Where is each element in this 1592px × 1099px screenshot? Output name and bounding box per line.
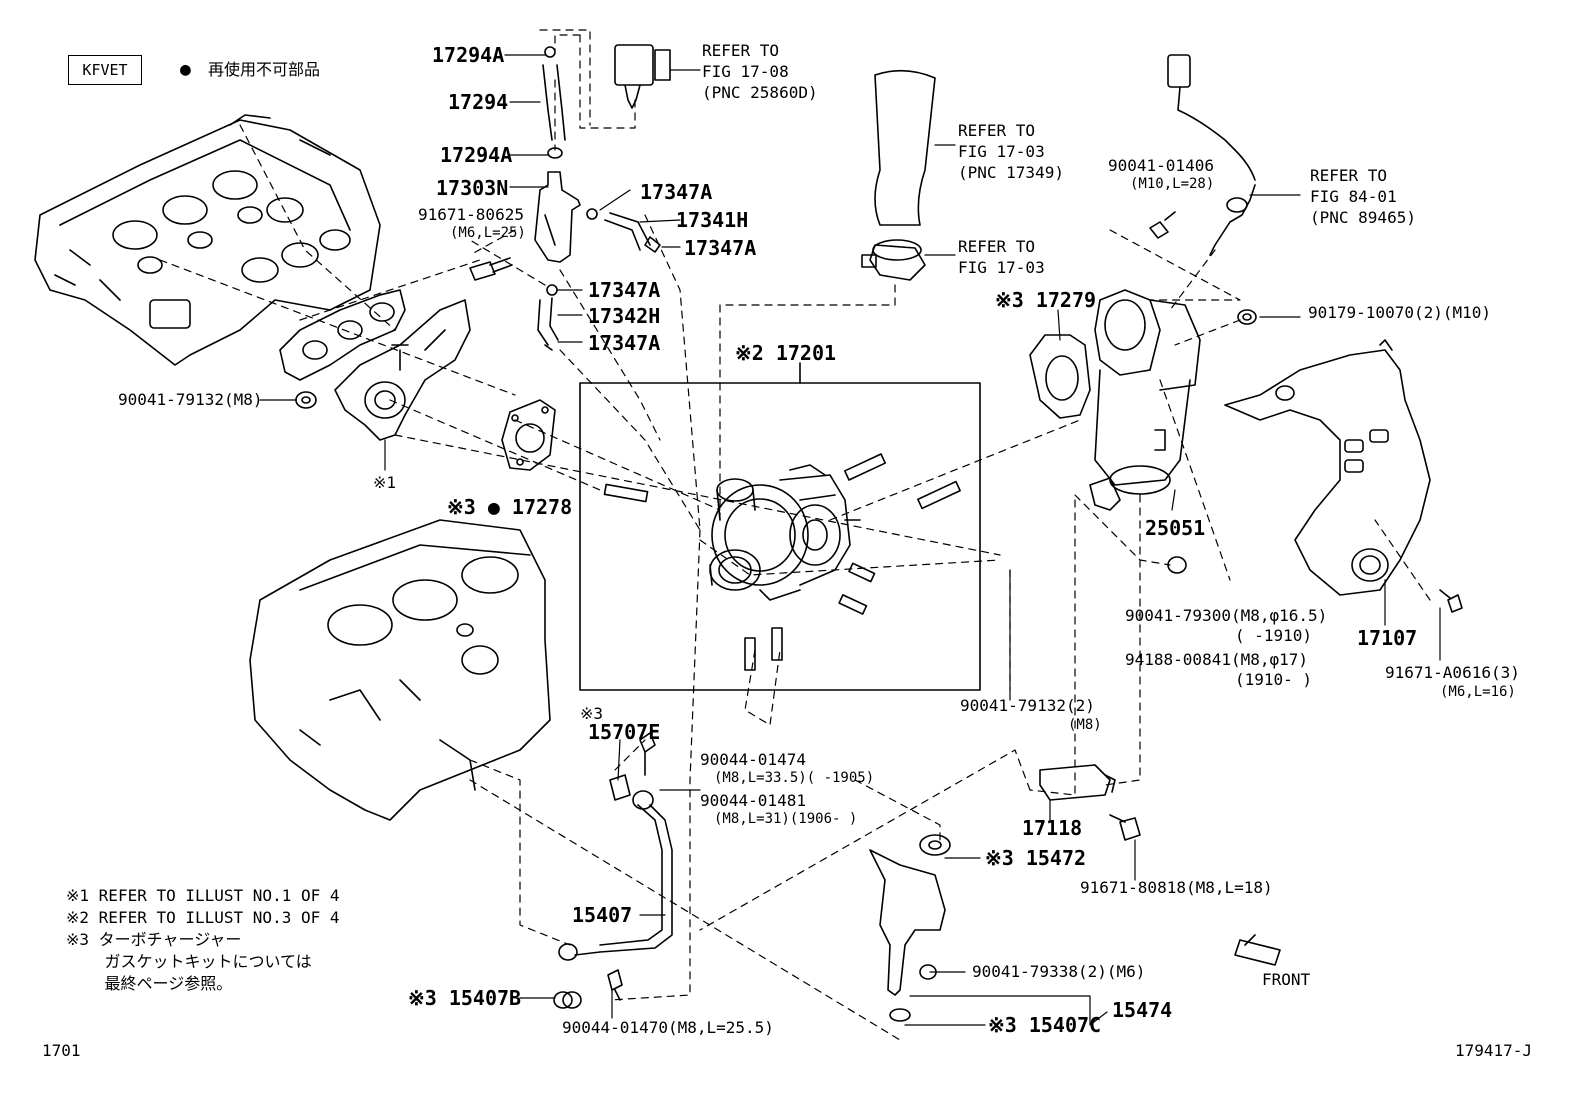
refer-fig-84-01: REFER TO FIG 84-01 (PNC 89465) [1310, 166, 1416, 227]
catalytic-converter-drawing [1094, 289, 1201, 495]
label-15474: 15474 [1112, 998, 1173, 1022]
label-90044-01474: 90044-01474 [700, 750, 806, 769]
label-17294a-top: 17294A [432, 43, 505, 67]
label-17201: ※2 17201 [735, 341, 837, 365]
refer-fig-17-03: REFER TO FIG 17-03 [958, 237, 1045, 277]
nut-drawing [295, 391, 317, 409]
oxygen-sensor-drawing [1167, 54, 1256, 256]
label-91671-a0616-spec: (M6,L=16) [1440, 684, 1516, 700]
label-90044-01470: 90044-01470(M8,L=25.5) [562, 1018, 774, 1037]
label-94188-00841: 94188-00841(M8,φ17) [1125, 650, 1309, 669]
studs-drawing [603, 453, 961, 671]
page-code: 1701 [42, 1041, 81, 1060]
label-25051: 25051 [1145, 516, 1206, 540]
label-17278: ※3 ● 17278 [447, 495, 573, 519]
oil-return-pipe-drawing [869, 834, 951, 1022]
note-ref-1: ※1 [373, 473, 397, 492]
label-17118: 17118 [1022, 816, 1083, 840]
legend-text: 再使用不可部品 [208, 60, 321, 79]
label-17347a-2: 17347A [684, 236, 757, 260]
label-15707e: 15707E [588, 720, 661, 744]
label-17303n: 17303N [436, 176, 509, 200]
label-94188-00841-range: (1910- ) [1235, 670, 1313, 689]
label-91671-a0616: 91671-A0616(3) [1385, 663, 1520, 682]
label-90041-79338: 90041-79338(2)(M6) [972, 962, 1146, 981]
label-17342h: 17342H [588, 304, 661, 328]
label-90041-01406-spec: (M10,L=28) [1130, 176, 1215, 192]
hoses-drawing [534, 46, 661, 351]
label-15407: 15407 [572, 903, 633, 927]
label-90041-79132: 90041-79132(M8) [118, 390, 263, 409]
exhaust-manifold-drawing [279, 289, 471, 441]
label-17347a-1: 17347A [640, 180, 713, 204]
turbo-gasket-drawing [501, 399, 556, 471]
label-17347a-4: 17347A [588, 331, 661, 355]
label-90041-79300-range: ( -1910) [1235, 626, 1313, 645]
turbocharger-drawing [709, 464, 861, 601]
footnotes: ※1 REFER TO ILLUST NO.1 OF 4 ※2 REFER TO… [66, 886, 340, 993]
label-15707e-ref: ※3 [580, 704, 604, 723]
label-90041-79132-2-spec: (M8) [1068, 717, 1102, 733]
bolt-drawing [469, 257, 513, 281]
converter-gasket-drawing [1029, 334, 1091, 419]
oil-feed-pipe-drawing [553, 732, 673, 1009]
illustration-code: 179417-J [1455, 1041, 1533, 1060]
label-90041-79132-2: 90041-79132(2) [960, 696, 1095, 715]
label-15472: ※3 15472 [985, 846, 1087, 870]
label-90044-01481-spec: (M8,L=31)(1906- ) [714, 811, 858, 827]
label-90044-01481: 90044-01481 [700, 791, 806, 810]
label-90041-01406: 90041-01406 [1108, 156, 1214, 175]
engine-code-badge: KFVET [68, 55, 142, 85]
label-91671-80625: 91671-80625 [418, 205, 524, 224]
label-90041-79300: 90041-79300(M8,φ16.5) [1125, 606, 1328, 625]
intake-hose-drawing [861, 69, 936, 281]
label-17347a-3: 17347A [588, 278, 661, 302]
label-90179-10070: 90179-10070(2)(M10) [1308, 303, 1492, 322]
label-17294: 17294 [448, 90, 509, 114]
label-17279: ※3 17279 [995, 288, 1097, 312]
refer-fig-17-03-pnc: REFER TO FIG 17-03 (PNC 17349) [958, 121, 1064, 182]
turbocharger-assembly-frame [579, 382, 981, 691]
heat-insulator-drawing [1224, 339, 1431, 596]
legend-dot: ● [180, 59, 191, 80]
label-17294a-bottom: 17294A [440, 143, 513, 167]
label-15407c: ※3 15407C [988, 1013, 1102, 1037]
refer-fig-17-08: REFER TO FIG 17-08 (PNC 25860D) [702, 41, 818, 102]
label-90044-01474-spec: (M8,L=33.5)( -1905) [714, 770, 875, 786]
pressure-sensor-drawing [614, 44, 671, 109]
cylinder-block-drawing [249, 519, 551, 821]
label-91671-80818: 91671-80818(M8,L=18) [1080, 878, 1273, 897]
front-label: FRONT [1262, 970, 1311, 989]
label-15407b: ※3 15407B [408, 986, 522, 1010]
cylinder-head-drawing [34, 114, 381, 366]
label-17341h: 17341H [676, 208, 749, 232]
stud-bolt-drawing [1149, 211, 1176, 239]
bracket-drawing [1039, 764, 1116, 801]
label-17107: 17107 [1357, 626, 1418, 650]
label-91671-80625-spec: (M6,L=25) [450, 225, 526, 241]
